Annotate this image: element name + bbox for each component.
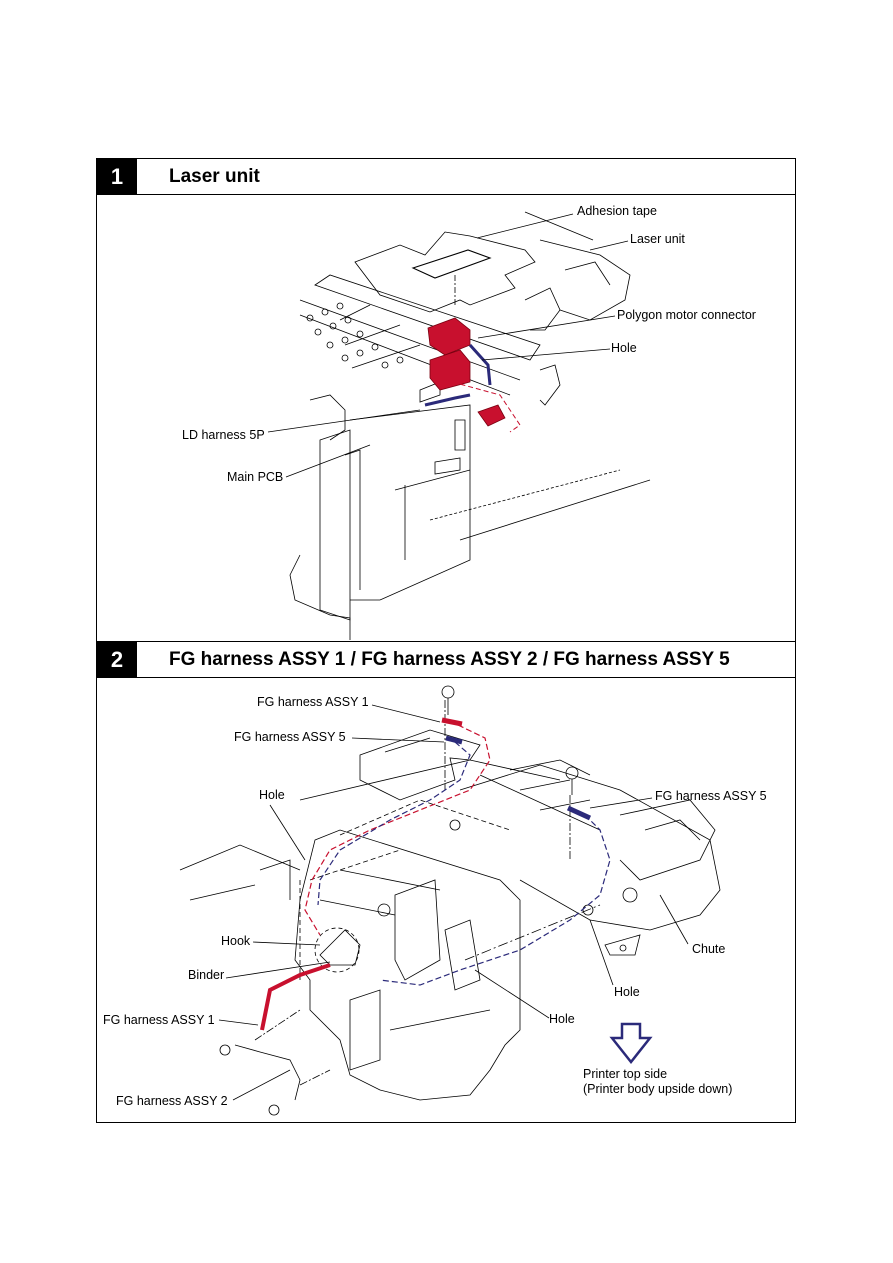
step-1-header: 1 Laser unit bbox=[97, 159, 795, 195]
label-hole-bottom: Hole bbox=[549, 1012, 575, 1026]
fg-harness-navy-wire bbox=[317, 735, 611, 986]
label-fg-harness-assy-5-top: FG harness ASSY 5 bbox=[234, 730, 346, 744]
label-fg-harness-assy-5-right: FG harness ASSY 5 bbox=[655, 789, 767, 803]
label-binder: Binder bbox=[188, 968, 225, 982]
label-fg-harness-assy-1-bottom: FG harness ASSY 1 bbox=[103, 1013, 215, 1027]
label-printer-body: (Printer body upside down) bbox=[583, 1082, 733, 1096]
printer-top-side-arrow-icon bbox=[609, 1022, 653, 1065]
polygon-motor-connector-shape bbox=[427, 317, 506, 427]
step-2-title: FG harness ASSY 1 / FG harness ASSY 2 / … bbox=[169, 648, 730, 670]
label-main-pcb: Main PCB bbox=[227, 470, 284, 484]
label-printer-top-side: Printer top side bbox=[583, 1067, 668, 1081]
label-hole: Hole bbox=[611, 341, 637, 355]
label-fg-harness-assy-1-top: FG harness ASSY 1 bbox=[257, 695, 369, 709]
label-polygon-motor-connector: Polygon motor connector bbox=[617, 308, 756, 322]
step-2-number: 2 bbox=[97, 642, 137, 677]
ld-harness-shape bbox=[424, 343, 492, 407]
step-1-title: Laser unit bbox=[169, 165, 260, 187]
step-1-number: 1 bbox=[97, 159, 137, 194]
label-ld-harness: LD harness 5P bbox=[182, 428, 265, 442]
label-fg-harness-assy-2: FG harness ASSY 2 bbox=[116, 1094, 228, 1108]
label-chute: Chute bbox=[692, 942, 726, 956]
label-adhesion-tape: Adhesion tape bbox=[577, 204, 657, 218]
fg-harness-drawing bbox=[179, 685, 721, 1116]
label-hole-left: Hole bbox=[259, 788, 285, 802]
fg-harness-red-wire bbox=[260, 717, 491, 1031]
step-2-header: 2 FG harness ASSY 1 / FG harness ASSY 2 … bbox=[97, 641, 795, 678]
procedure-frame: 1 Laser unit 2 FG harness ASSY 1 / FG ha… bbox=[96, 158, 796, 1123]
laser-unit-drawing bbox=[289, 231, 651, 640]
label-laser-unit: Laser unit bbox=[630, 232, 685, 246]
label-hole-mid: Hole bbox=[614, 985, 640, 999]
label-hook: Hook bbox=[221, 934, 251, 948]
